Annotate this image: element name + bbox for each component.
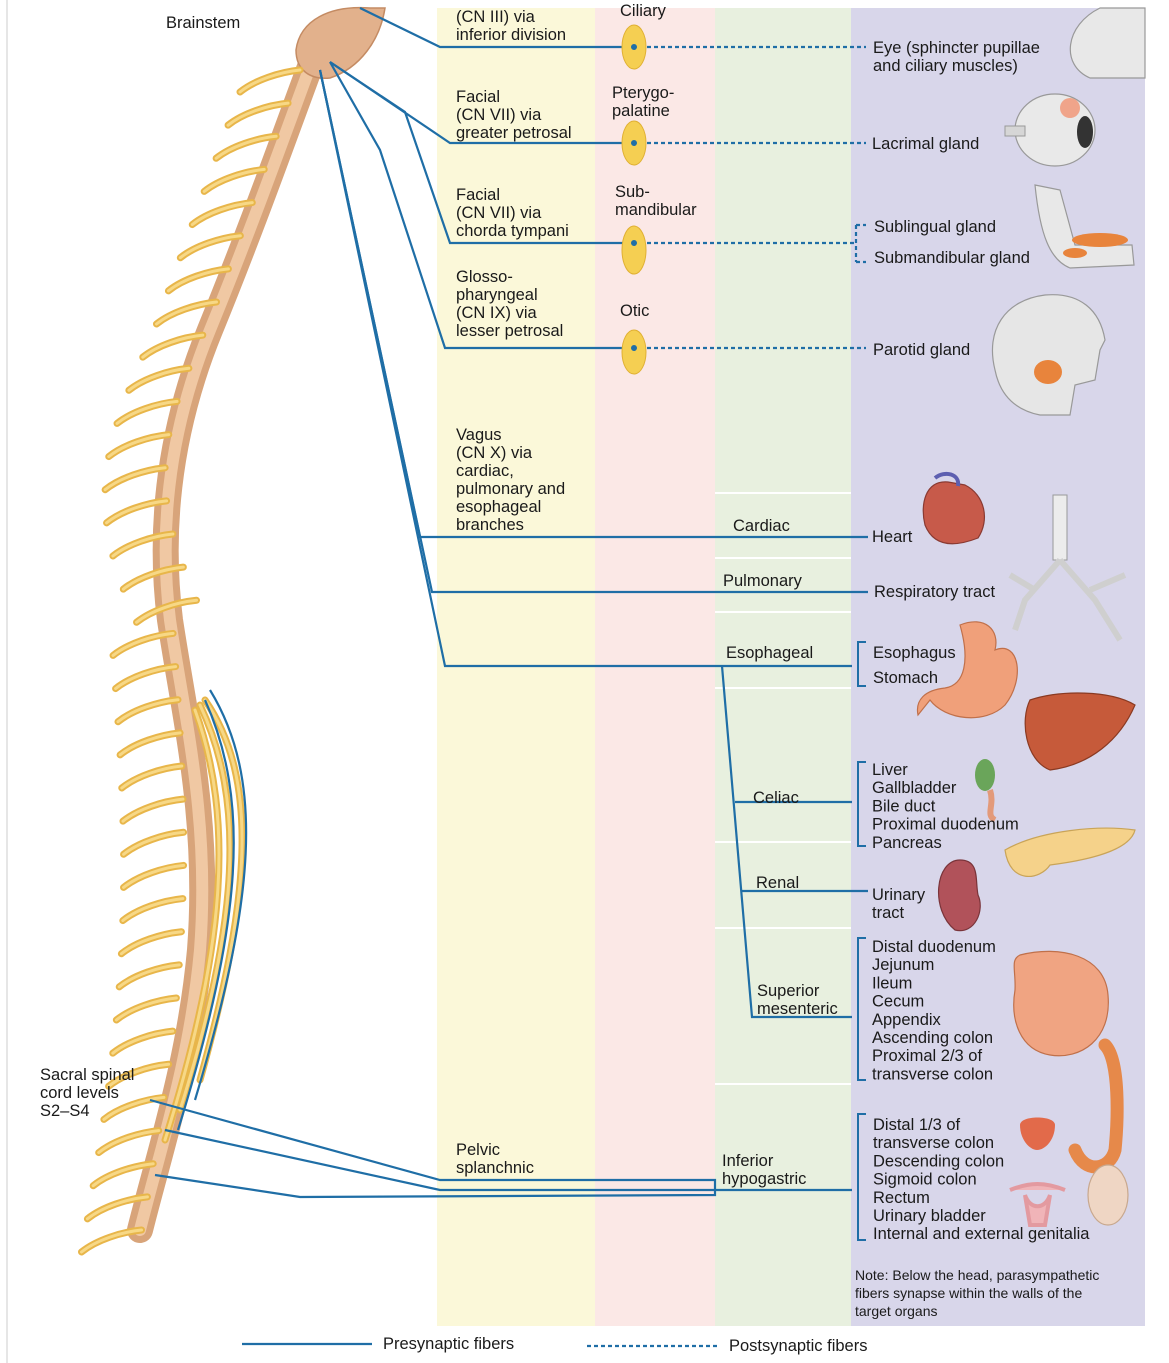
spinal-nerve xyxy=(118,700,178,722)
heart-target-label: Heart xyxy=(872,528,913,546)
spinal-nerve xyxy=(82,1230,142,1252)
spinal-nerve xyxy=(113,1031,173,1053)
spinal-nerve xyxy=(122,766,182,788)
pulmonary-label: Pulmonary xyxy=(723,572,803,590)
esophageal-label: Esophageal xyxy=(726,644,813,662)
spinal-nerve xyxy=(123,899,183,921)
pterygopalatine-label: Pterygo-palatine xyxy=(612,84,674,120)
otic-ganglion xyxy=(622,330,646,374)
submandibular-target-label: Submandibular gland xyxy=(874,249,1030,267)
spinal-nerve xyxy=(109,435,169,457)
legend-presynaptic: Presynaptic fibers xyxy=(383,1335,514,1353)
spinal-nerve xyxy=(123,799,183,821)
spinal-nerve xyxy=(116,998,176,1020)
spinal-nerve xyxy=(120,733,180,755)
sublingual-target-label: Sublingual gland xyxy=(874,218,996,236)
spinal-nerve xyxy=(121,932,181,954)
spinal-nerve xyxy=(119,965,179,987)
ciliary-label: Ciliary xyxy=(620,2,667,20)
cardiac-label: Cardiac xyxy=(733,517,790,535)
parotid-target-label: Parotid gland xyxy=(873,341,970,359)
respiratory-target-label: Respiratory tract xyxy=(874,583,995,601)
submandibular-ganglion xyxy=(622,226,646,274)
genitalia-icon xyxy=(1088,1165,1128,1225)
otic-label: Otic xyxy=(620,302,649,320)
celiac-label: Celiac xyxy=(753,789,799,807)
renal-label: Renal xyxy=(756,874,799,892)
spinal-nerve xyxy=(124,832,184,854)
brainstem-label: Brainstem xyxy=(166,14,240,32)
spinal-nerve xyxy=(124,865,184,887)
brainstem-shape xyxy=(296,8,385,79)
lacrimal-target-label: Lacrimal gland xyxy=(872,135,979,153)
intestine-icon xyxy=(1014,951,1109,1055)
legend-postsynaptic: Postsynaptic fibers xyxy=(729,1337,867,1355)
